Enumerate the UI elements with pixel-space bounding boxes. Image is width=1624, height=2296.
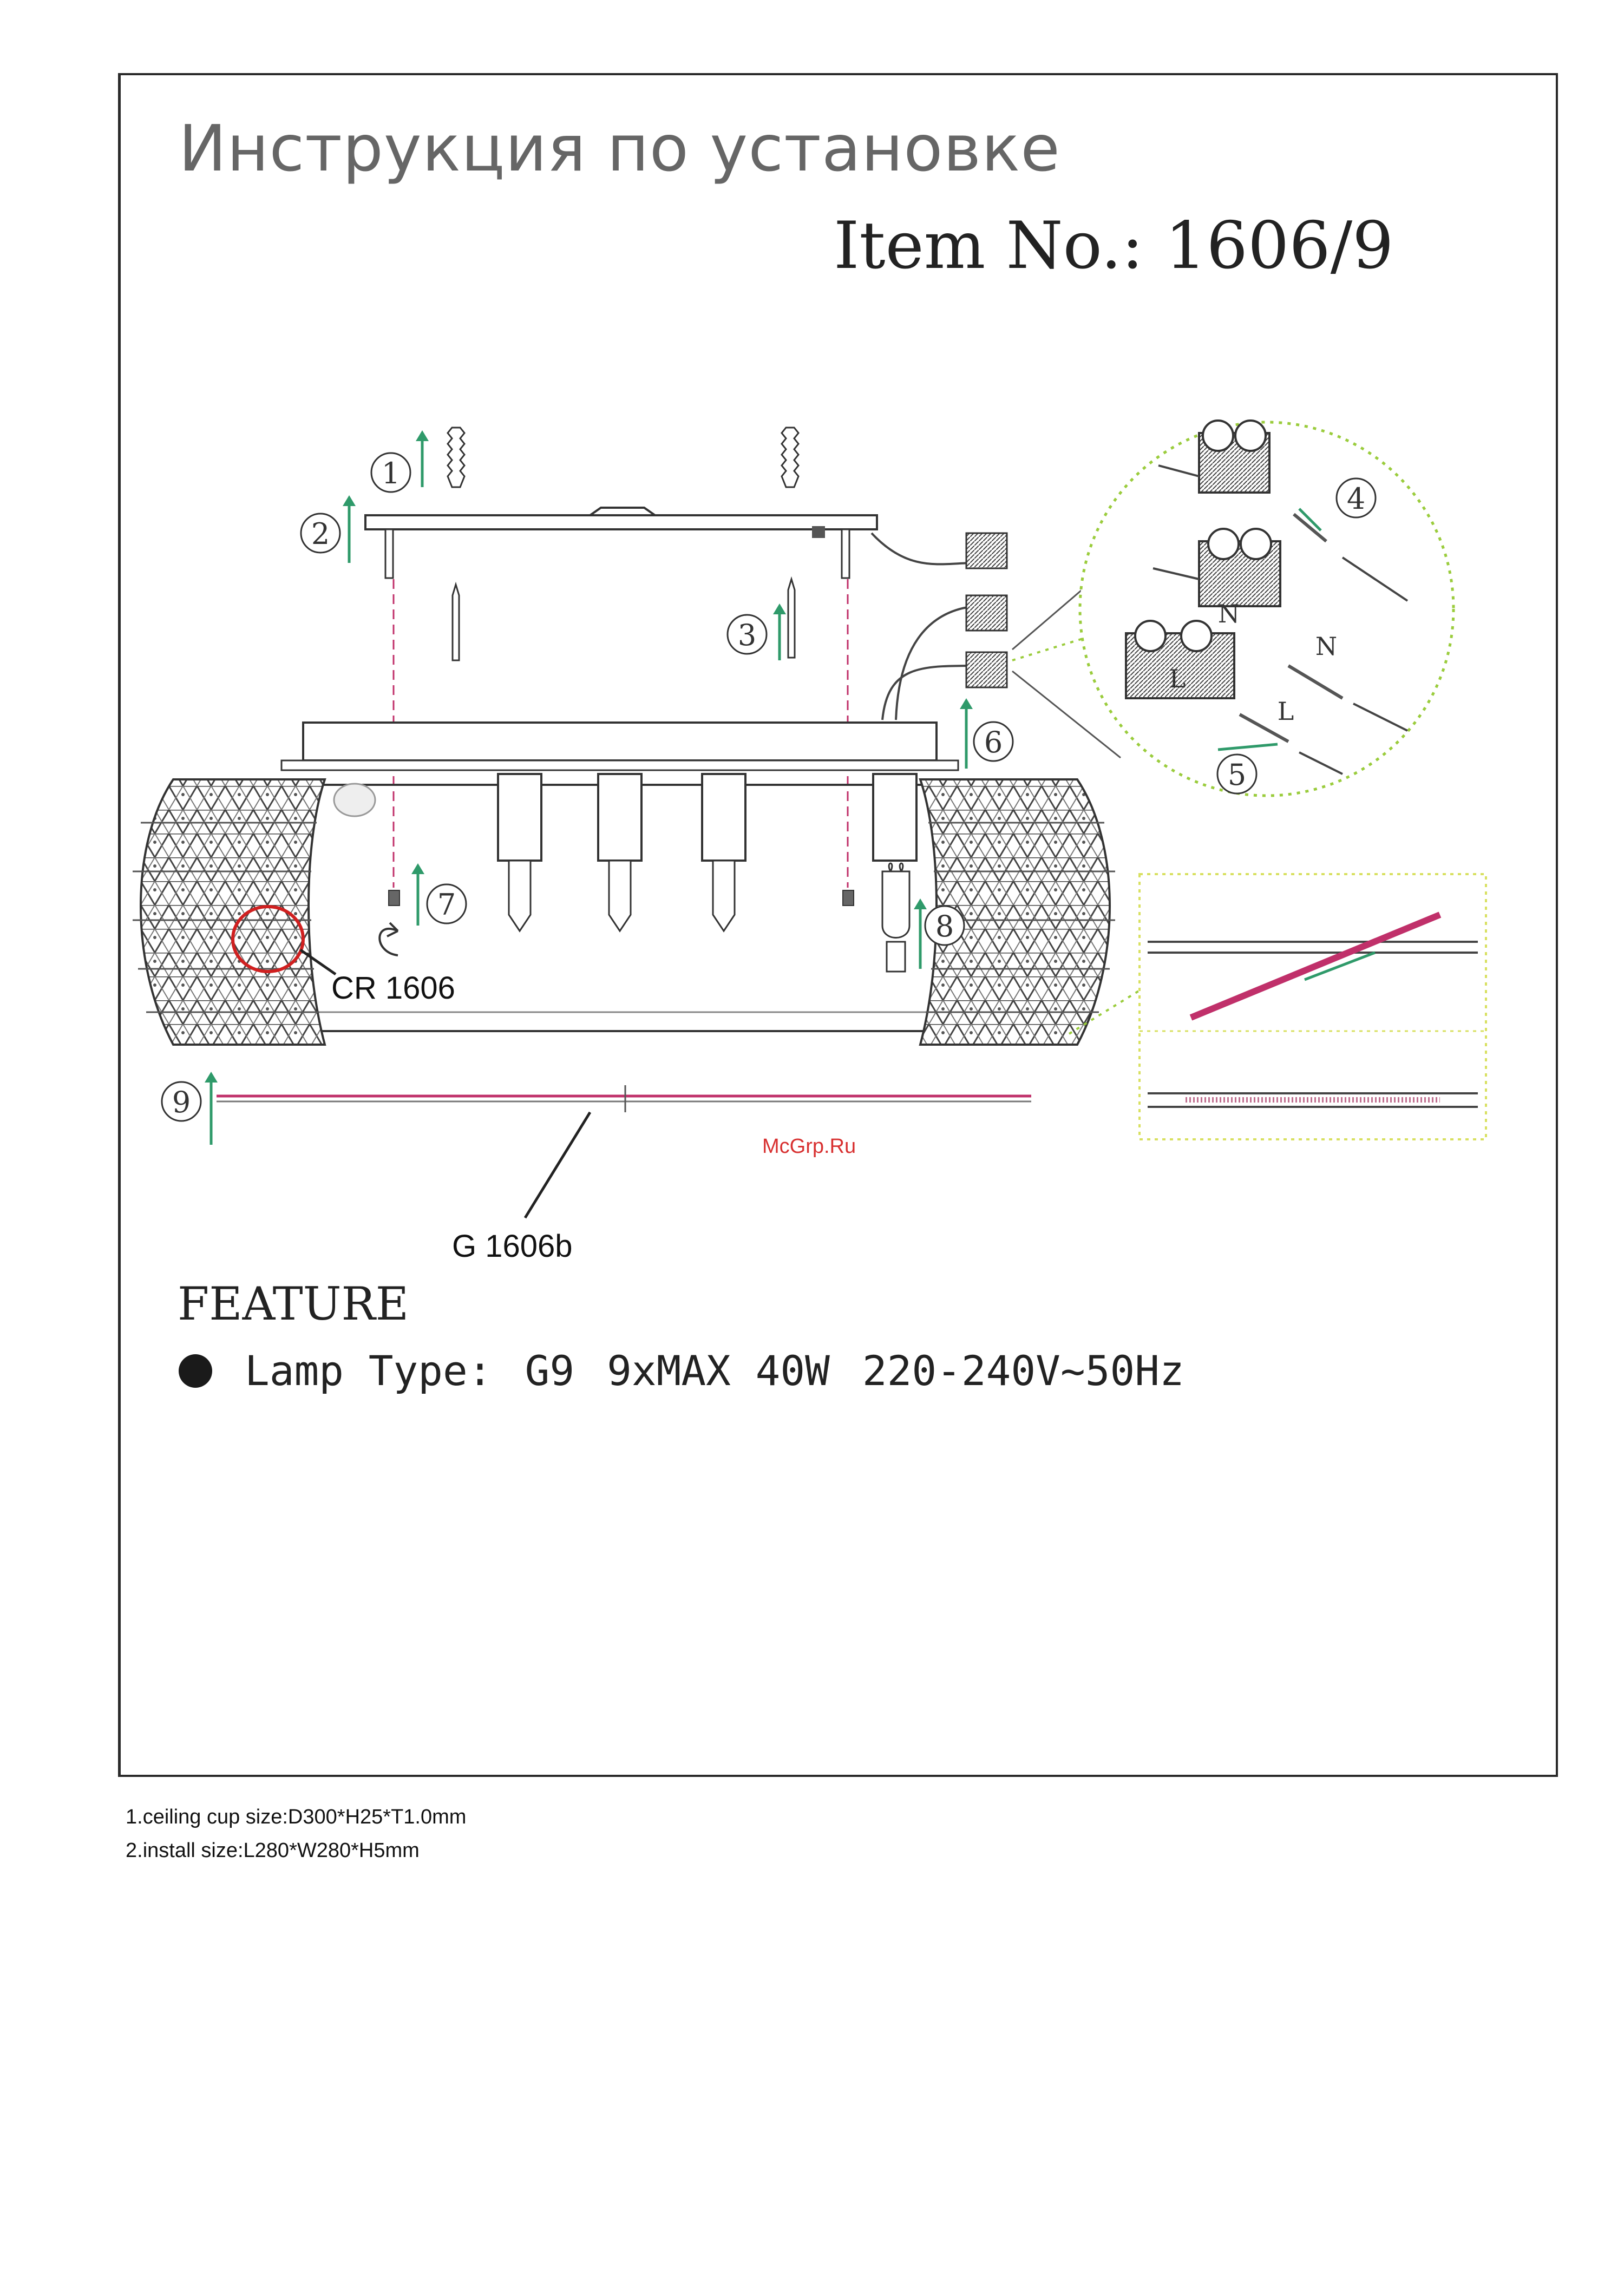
step-5-callout: 5	[1217, 755, 1256, 793]
crystal-shade-left	[133, 779, 325, 1045]
step-7-number: 7	[437, 888, 456, 922]
canopy	[281, 723, 958, 770]
terminal-neutral-label: N	[1218, 599, 1240, 628]
note-install-size: 2.install size:L280*W280*H5mm	[126, 1839, 420, 1862]
screw-right	[788, 579, 795, 658]
wire-live-label: L	[1278, 697, 1294, 726]
step-2-callout: 2	[301, 514, 340, 553]
watermark: McGrp.Ru	[762, 1135, 856, 1158]
cap-nut-right	[843, 890, 854, 906]
g9-bulb	[882, 863, 909, 972]
bullet-icon	[179, 1354, 212, 1388]
cap-nut-left	[389, 890, 400, 906]
step-9-number: 9	[172, 1085, 191, 1119]
note-ceiling-cup: 1.ceiling cup size:D300*H25*T1.0mm	[126, 1806, 466, 1829]
lamp-type-value: G9	[525, 1347, 575, 1395]
step-4-number: 4	[1347, 482, 1365, 516]
screw-left	[453, 585, 459, 660]
step-9-callout: 9	[162, 1082, 201, 1121]
step-4-callout: 4	[1337, 478, 1376, 517]
wall-plug-right	[782, 428, 798, 487]
glass-rod-part-label: G 1606b	[452, 1229, 573, 1264]
step-1-number: 1	[382, 456, 400, 490]
lamp-type-line: Lamp Type: G9 9xMAX 40W 220-240V~50Hz	[179, 1347, 1217, 1395]
rod-detail-inset	[1069, 874, 1486, 1139]
step-8-number: 8	[935, 909, 954, 943]
step-1-callout: 1	[371, 453, 410, 492]
step-3-callout: 3	[728, 615, 767, 654]
feature-heading: FEATURE	[178, 1277, 409, 1330]
lamp-type-label: Lamp Type:	[245, 1347, 493, 1395]
step-2-number: 2	[311, 517, 330, 551]
step-6-callout: 6	[974, 722, 1013, 761]
wire-neutral-label: N	[1315, 632, 1337, 661]
step-3-number: 3	[738, 618, 756, 652]
step-6-number: 6	[984, 725, 1003, 759]
ceiling-plate	[365, 508, 877, 578]
wall-plug-left	[448, 428, 464, 487]
lamp-quantity: 9xMAX 40W	[607, 1347, 830, 1395]
step-8-callout: 8	[925, 906, 964, 945]
lamp-voltage: 220-240V~50Hz	[862, 1347, 1184, 1395]
step-7-callout: 7	[427, 884, 466, 923]
step-5-number: 5	[1228, 758, 1246, 792]
crystal-part-label: CR 1606	[331, 970, 455, 1006]
terminal-live-label: L	[1169, 664, 1186, 693]
glass-rod	[217, 1085, 1031, 1218]
rotate-arrow-icon	[379, 923, 398, 955]
